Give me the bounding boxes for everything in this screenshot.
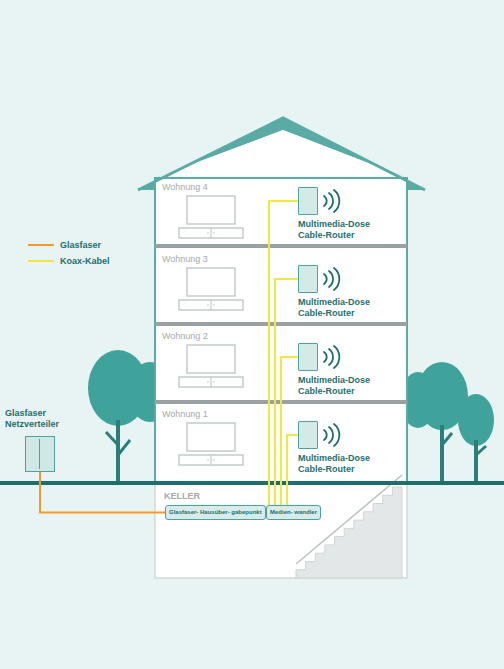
router-label: Multimedia-Dose Cable-Router: [298, 219, 388, 241]
device-label: Medien- wandler: [270, 509, 317, 516]
tv-board-detail: [207, 228, 215, 238]
tv-screen: [187, 268, 235, 296]
device-box: Glasfaser- Hausüber- gabepunkt: [165, 505, 266, 520]
router-socket: Multimedia-Dose Cable-Router: [298, 421, 388, 475]
legend-row: Glasfaser: [28, 240, 101, 250]
legend-label: Koax-Kabel: [60, 256, 110, 266]
tv-board-detail: [207, 300, 215, 310]
apartment-floor: Wohnung 4 Multimedia-Dose Cable-Router: [155, 178, 407, 244]
ground-line: [0, 481, 504, 485]
stair-steps: [296, 487, 402, 578]
legend-swatch: [28, 260, 54, 263]
tv-screen: [187, 196, 235, 224]
basement: KELLER Glasfaser- Hausüber- gabepunkt Medi…: [155, 486, 407, 576]
floor-label: Wohnung 2: [162, 331, 208, 341]
tv-screen: [187, 345, 235, 373]
apartment-floor: Wohnung 2 Multimedia-Dose Cable-Router: [155, 327, 407, 400]
device-label: Glasfaser- Hausüber- gabepunkt: [169, 509, 262, 516]
router-socket: Multimedia-Dose Cable-Router: [298, 187, 388, 241]
tv-board-detail: [207, 455, 215, 465]
router-label: Multimedia-Dose Cable-Router: [298, 297, 388, 319]
floor-label: Wohnung 1: [162, 409, 208, 419]
cabinet-box: [25, 436, 55, 472]
router-label: Multimedia-Dose Cable-Router: [298, 375, 388, 397]
tv-sets: [179, 196, 243, 465]
coax-cable: [275, 279, 298, 505]
tv-screen: [187, 423, 235, 451]
tv-board: [179, 377, 243, 387]
device-box: Medien- wandler: [266, 505, 321, 520]
legend-label: Glasfaser: [60, 240, 101, 250]
apartment-floor: Wohnung 1 Multimedia-Dose Cable-Router: [155, 405, 407, 481]
router-socket: Multimedia-Dose Cable-Router: [298, 343, 388, 397]
house: [138, 118, 425, 578]
router-box: [298, 343, 318, 371]
router-socket: Multimedia-Dose Cable-Router: [298, 265, 388, 319]
apartment-floor: Wohnung 3 Multimedia-Dose Cable-Router: [155, 250, 407, 322]
staircase: [296, 475, 402, 578]
tv-board-detail: [207, 377, 215, 387]
coax-cable: [281, 357, 298, 505]
router-box: [298, 187, 318, 215]
tv-board: [179, 228, 243, 238]
floor-label: Wohnung 4: [162, 182, 208, 192]
fiber-cable: [40, 472, 165, 513]
legend-row: Koax-Kabel: [28, 256, 110, 266]
router-box: [298, 265, 318, 293]
tv-board: [179, 300, 243, 310]
basement-label: KELLER: [164, 491, 200, 501]
coax-cable: [287, 435, 298, 505]
coax-cable: [269, 201, 298, 505]
tv-board: [179, 455, 243, 465]
router-label: Multimedia-Dose Cable-Router: [298, 453, 388, 475]
distribution-cabinet: Glasfaser Netzverteiler: [5, 408, 75, 472]
floor-label: Wohnung 3: [162, 254, 208, 264]
router-box: [298, 421, 318, 449]
cabinet-label: Glasfaser Netzverteiler: [5, 408, 75, 430]
legend-swatch: [28, 244, 54, 247]
